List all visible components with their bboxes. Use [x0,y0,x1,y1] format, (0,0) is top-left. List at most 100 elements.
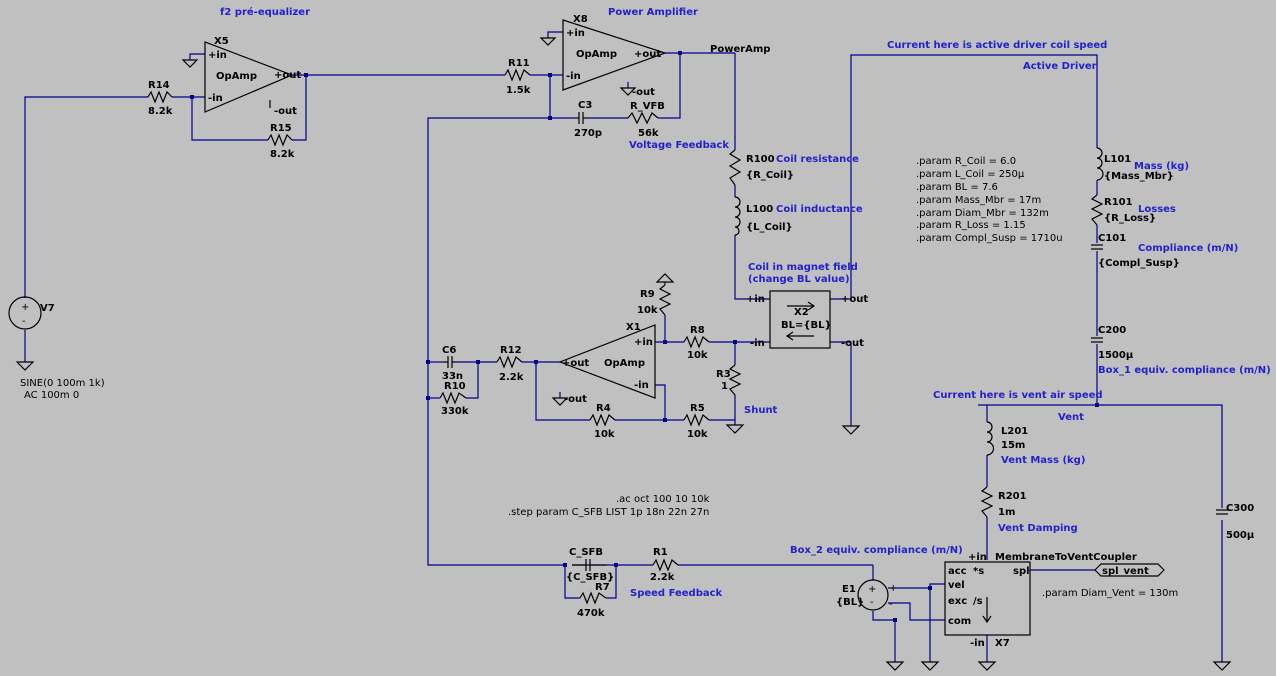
resistor-r100[interactable] [728,149,742,186]
opamp-x5[interactable] [204,41,294,113]
net-spl-vent-text: spl_vent [1102,566,1149,577]
resistor-r-vfb[interactable] [627,111,659,125]
resistor-r10[interactable] [439,391,467,405]
resistor-r11[interactable] [504,68,531,82]
r12-value: 2.2k [499,372,524,383]
resistor-r101[interactable] [1090,194,1104,226]
c300-name: C300 [1226,503,1254,514]
resistor-r7[interactable] [579,591,607,605]
c101-name: C101 [1098,233,1126,244]
annotation-compliance: Compliance (m/N) [1138,243,1238,254]
param-line: .param Compl_Susp = 1710u [916,233,1063,244]
annotation-speed-feedback: Speed Feedback [630,588,723,599]
inductor-l201[interactable] [986,421,995,456]
junctions [190,51,1099,622]
x5-model: OpAmp [216,71,257,82]
c3-value: 270p [574,128,602,139]
resistor-r14[interactable] [147,90,173,104]
r7-name: R7 [595,582,610,593]
x7-pin-in-p: +in [968,552,987,563]
annotation-box2: Box_2 equiv. compliance (m/N) [790,545,963,556]
opamp-x1[interactable] [558,324,656,399]
x8-name: X8 [573,14,588,25]
coupler-x7[interactable] [944,561,1031,636]
resistor-r1[interactable] [652,558,679,572]
resistor-r12[interactable] [496,355,523,369]
x5-pin-out-n: -out [274,106,297,117]
capacitor-c300[interactable] [1216,509,1228,515]
annotation-voltage-feedback: Voltage Feedback [629,140,729,151]
c6-value: 33n [442,371,463,382]
annotation-change-bl: (change BL value) [748,274,850,285]
svg-text:+: + [21,302,29,313]
resistor-r15[interactable] [267,133,293,147]
gyrator-x2[interactable] [769,290,831,349]
annotation-coil-speed: Current here is active driver coil speed [887,40,1107,51]
resistor-r201[interactable] [980,486,994,518]
net-label-spl-vent[interactable] [1094,563,1165,577]
x1-pin-in-n: -in [634,380,649,391]
r9-value: 10k [637,305,658,316]
capacitor-c200[interactable] [1091,337,1103,343]
capacitor-c3[interactable] [574,112,588,124]
voltage-source-v7[interactable]: + - [8,296,42,330]
x1-pin-out-p: +out [562,358,589,369]
x5-pin-out-p: +out [274,70,301,81]
x7-pin-exc: exc [948,596,967,607]
capacitor-c101[interactable] [1091,244,1103,250]
c300-value: 500µ [1226,530,1255,541]
x8-model: OpAmp [576,49,617,60]
c200-name: C200 [1098,325,1126,336]
x2-pin-out-p: +out [841,294,868,305]
resistor-r8[interactable] [683,335,710,349]
annotation-losses: Losses [1138,204,1176,215]
r100-name: R100 [746,154,775,165]
r12-name: R12 [500,345,522,356]
opamp-x8[interactable] [562,19,667,91]
annotation-vent-damping: Vent Damping [998,523,1078,534]
rvfb-value: 56k [638,128,659,139]
param-line: .param L_Coil = 250µ [916,169,1025,180]
annotation-box1: Box_1 equiv. compliance (m/N) [1098,365,1271,376]
resistor-r5[interactable] [683,413,710,427]
inductor-l100[interactable] [734,196,741,236]
x8-pin-in-p: +in [566,28,585,39]
r100-value: {R_Coil} [746,170,794,181]
inductor-l101[interactable] [1096,147,1104,181]
r7-value: 470k [577,608,605,619]
r101-name: R101 [1104,197,1133,208]
x7-pin-mul-s: *s [973,566,984,577]
resistor-r9[interactable] [658,284,672,316]
annotation-mass: Mass (kg) [1134,161,1189,172]
r15-value: 8.2k [270,149,295,160]
r101-value: {R_Loss} [1104,213,1156,224]
l201-value: 15m [1001,440,1025,451]
r4-name: R4 [596,403,611,414]
r10-name: R10 [444,381,466,392]
x7-pin-div-s: /s [973,596,983,607]
r1-name: R1 [653,547,668,558]
annotation-magnet-field: Coil in magnet field [748,262,858,273]
r3-name: R3 [716,369,731,380]
x7-pin-in-n: -in [970,638,985,649]
v7-name: V7 [40,303,55,314]
x7-name: X7 [995,638,1010,649]
capacitor-c6[interactable] [443,356,457,368]
resistor-r4[interactable] [589,413,616,427]
x7-pin-vel: vel [948,580,965,591]
r5-name: R5 [690,403,705,414]
dependent-source-e1[interactable]: + - + - [857,579,897,611]
capacitor-c-sfb[interactable] [572,559,606,571]
param-line: .param R_Loss = 1.15 [916,220,1026,231]
param-line: .param Mass_Mbr = 17m [916,195,1041,206]
directive-step: .step param C_SFB LIST 1p 18n 22n 27n [508,507,709,518]
resistor-r3[interactable] [728,364,742,396]
x7-pin-spl: spl [1013,566,1030,577]
r201-name: R201 [998,491,1027,502]
x5-name: X5 [214,36,229,47]
e1-name: E1 [842,584,856,595]
x2-value: BL={BL} [781,320,832,331]
c200-value: 1500µ [1098,350,1134,361]
l100-value: {L_Coil} [746,222,793,233]
